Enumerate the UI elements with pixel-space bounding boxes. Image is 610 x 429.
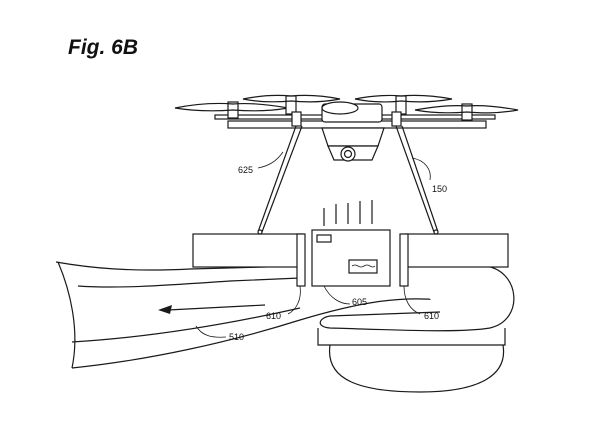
label-625: 625 (238, 165, 253, 175)
guide-post-left (296, 233, 306, 287)
conveyor-belt (55, 261, 515, 393)
arrow-head-icon (158, 305, 172, 314)
label-605: 605 (352, 297, 367, 307)
reference-labels: 625 150 605 610 610 510 (195, 151, 447, 342)
support-blocks (192, 233, 509, 287)
drone (174, 94, 519, 235)
rotor-front-left (291, 111, 302, 127)
rotor-left-inner (242, 94, 341, 115)
figure-title: Fig. 6B (68, 36, 139, 59)
label-610-left: 610 (266, 311, 281, 321)
label-150: 150 (432, 184, 447, 194)
package-label-icon (316, 234, 332, 243)
package (311, 200, 391, 287)
rotor-front-right (391, 111, 402, 127)
label-510: 510 (229, 332, 244, 342)
label-610-right: 610 (424, 311, 439, 321)
rotor-right-outer (414, 103, 519, 121)
guide-post-right (399, 233, 409, 287)
